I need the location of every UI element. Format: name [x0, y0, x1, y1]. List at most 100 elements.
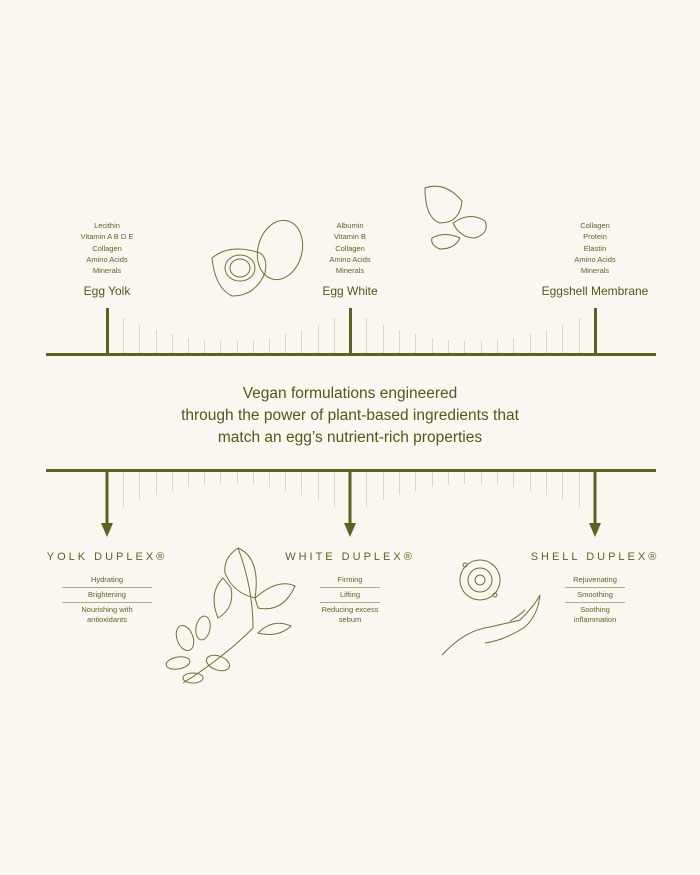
nutrient: Minerals: [335, 266, 365, 276]
marker-eggshell: [594, 308, 597, 355]
headline-line: match an egg’s nutrient-rich properties: [217, 429, 483, 446]
scale-tick: [529, 472, 531, 491]
headline-line: Vegan formulations engineered: [242, 385, 458, 402]
scale-tick: [333, 318, 335, 353]
scale-tick: [123, 472, 125, 507]
hand-with-orbit-illustration: [441, 559, 541, 656]
scale-tick: [431, 337, 433, 353]
source-title: Eggshell Membrane: [541, 284, 649, 299]
source-title: Egg White: [322, 284, 378, 299]
source-egg-white: Albumin Vitamin B Collagen Amino Acids M…: [270, 220, 430, 298]
nutrient: Lecithin: [94, 221, 120, 230]
scale-tick: [171, 472, 173, 491]
benefit: Nourishing with antioxidants: [62, 602, 152, 627]
bottom-timeline-line: [46, 469, 656, 472]
scale-tick: [285, 334, 287, 353]
scale-tick: [252, 339, 254, 353]
nutrient: Vitamin A B D E: [80, 232, 134, 242]
scale-tick: [497, 472, 498, 486]
scale-tick: [269, 472, 270, 488]
arrow-down-icon: [101, 471, 113, 537]
scale-tick: [480, 472, 482, 485]
duplex-title: YOLK DUPLEX®: [46, 551, 168, 563]
scale-tick: [333, 472, 335, 507]
scale-tick: [366, 318, 368, 353]
scale-tick: [220, 340, 222, 353]
nutrient: Amino Acids: [329, 254, 371, 264]
plant-leaves-illustration: [165, 547, 296, 684]
scale-tick: [399, 472, 400, 495]
nutrient: Collagen: [335, 243, 365, 253]
scale-tick: [562, 472, 564, 501]
scale-tick: [415, 334, 417, 353]
scale-tick: [578, 318, 580, 353]
scale-tick: [220, 472, 222, 485]
nutrient: Minerals: [92, 266, 122, 276]
benefit: Brightening: [62, 587, 152, 602]
scale-tick: [448, 472, 449, 486]
scale-tick: [317, 324, 319, 353]
scale-tick: [155, 330, 157, 353]
duplex-title: SHELL DUPLEX®: [530, 551, 660, 563]
marker-egg-yolk: [106, 308, 109, 355]
benefit: Soothing inflammation: [565, 602, 625, 627]
yolk-duplex: YOLK DUPLEX® Hydrating Brightening Nouri…: [27, 551, 187, 627]
benefit: Firming: [337, 575, 363, 584]
scale-tick: [366, 472, 368, 507]
nutrient: Vitamin B: [334, 232, 366, 242]
scale-tick: [285, 472, 287, 491]
scale-tick: [204, 472, 206, 486]
scale-tick: [464, 472, 466, 485]
benefit: Hydrating: [90, 575, 124, 584]
scale-tick: [382, 324, 384, 353]
scale-tick: [399, 330, 400, 353]
scale-tick: [546, 330, 547, 353]
scale-tick: [236, 340, 238, 353]
scale-tick: [529, 334, 531, 353]
scale-tick: [448, 339, 449, 353]
source-title: Egg Yolk: [83, 284, 131, 299]
nutrient: Protein: [583, 232, 607, 242]
scale-tick: [301, 330, 303, 353]
scale-tick: [188, 337, 189, 353]
nutrient: Elastin: [583, 243, 607, 253]
scale-tick: [480, 340, 482, 353]
nutrient: Collagen: [92, 243, 122, 253]
scale-tick: [464, 340, 466, 353]
scale-tick: [415, 472, 417, 491]
egg-halves-illustration: [211, 219, 304, 297]
scale-tick: [188, 472, 189, 488]
scale-tick: [252, 472, 254, 486]
source-egg-yolk: Lecithin Vitamin A B D E Collagen Amino …: [27, 220, 187, 298]
scale-tick: [562, 324, 564, 353]
scale-tick: [546, 472, 547, 495]
nutrient: Albumin: [336, 221, 364, 230]
benefit: Rejuvenating: [573, 575, 617, 584]
scale-tick: [513, 472, 515, 488]
headline-line: through the power of plant-based ingredi…: [181, 407, 519, 424]
benefit: Reducing excess sebum: [320, 602, 380, 627]
scale-tick: [382, 472, 384, 501]
scale-tick: [155, 472, 157, 495]
white-duplex: WHITE DUPLEX® Firming Lifting Reducing e…: [270, 551, 430, 627]
nutrient: Amino Acids: [86, 254, 128, 264]
duplex-title: WHITE DUPLEX®: [285, 551, 415, 563]
arrow-down-icon: [344, 471, 356, 537]
nutrient: Minerals: [580, 266, 610, 276]
scale-tick: [123, 318, 125, 353]
arrow-down-icon: [589, 471, 601, 537]
scale-tick: [204, 339, 206, 353]
scale-tick: [236, 472, 238, 485]
scale-tick: [513, 337, 515, 353]
scale-tick: [269, 337, 270, 353]
nutrient: Amino Acids: [574, 254, 616, 264]
scale-tick: [578, 472, 580, 507]
scale-tick: [171, 334, 173, 353]
eggshell-illustration: [424, 185, 487, 250]
scale-tick: [317, 472, 319, 501]
marker-egg-white: [349, 308, 352, 355]
scale-tick: [431, 472, 433, 488]
nutrient: Collagen: [580, 221, 610, 230]
scale-tick: [139, 324, 141, 353]
scale-tick: [139, 472, 141, 501]
